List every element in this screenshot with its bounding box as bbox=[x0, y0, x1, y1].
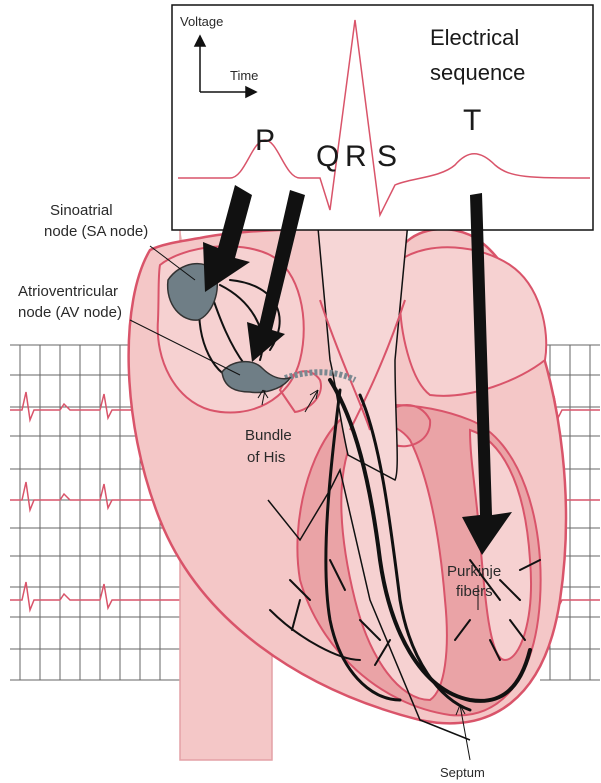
ecg-time-label: Time bbox=[230, 68, 258, 83]
wave-t-label: T bbox=[463, 104, 481, 137]
av-node-label-line2: node (AV node) bbox=[18, 304, 122, 321]
sa-node-label-line2: node (SA node) bbox=[44, 223, 148, 240]
bundle-of-his-label-line1: Bundle bbox=[245, 427, 292, 444]
septum-label: Septum bbox=[440, 765, 485, 780]
ecg-voltage-label: Voltage bbox=[180, 14, 223, 29]
wave-s-label: S bbox=[377, 140, 397, 173]
purkinje-label-line2: fibers bbox=[456, 583, 493, 600]
av-node-label-line1: Atrioventricular bbox=[18, 283, 118, 300]
sa-node-label-line1: Sinoatrial bbox=[50, 202, 113, 219]
wave-p-label: P bbox=[255, 124, 275, 157]
purkinje-label-line1: Purkinje bbox=[447, 563, 501, 580]
wave-q-label: Q bbox=[316, 140, 339, 173]
bundle-of-his-label-line2: of His bbox=[247, 449, 285, 466]
ecg-title-line2: sequence bbox=[430, 60, 525, 85]
ecg-title-line1: Electrical bbox=[430, 25, 519, 50]
wave-r-label: R bbox=[345, 140, 367, 173]
